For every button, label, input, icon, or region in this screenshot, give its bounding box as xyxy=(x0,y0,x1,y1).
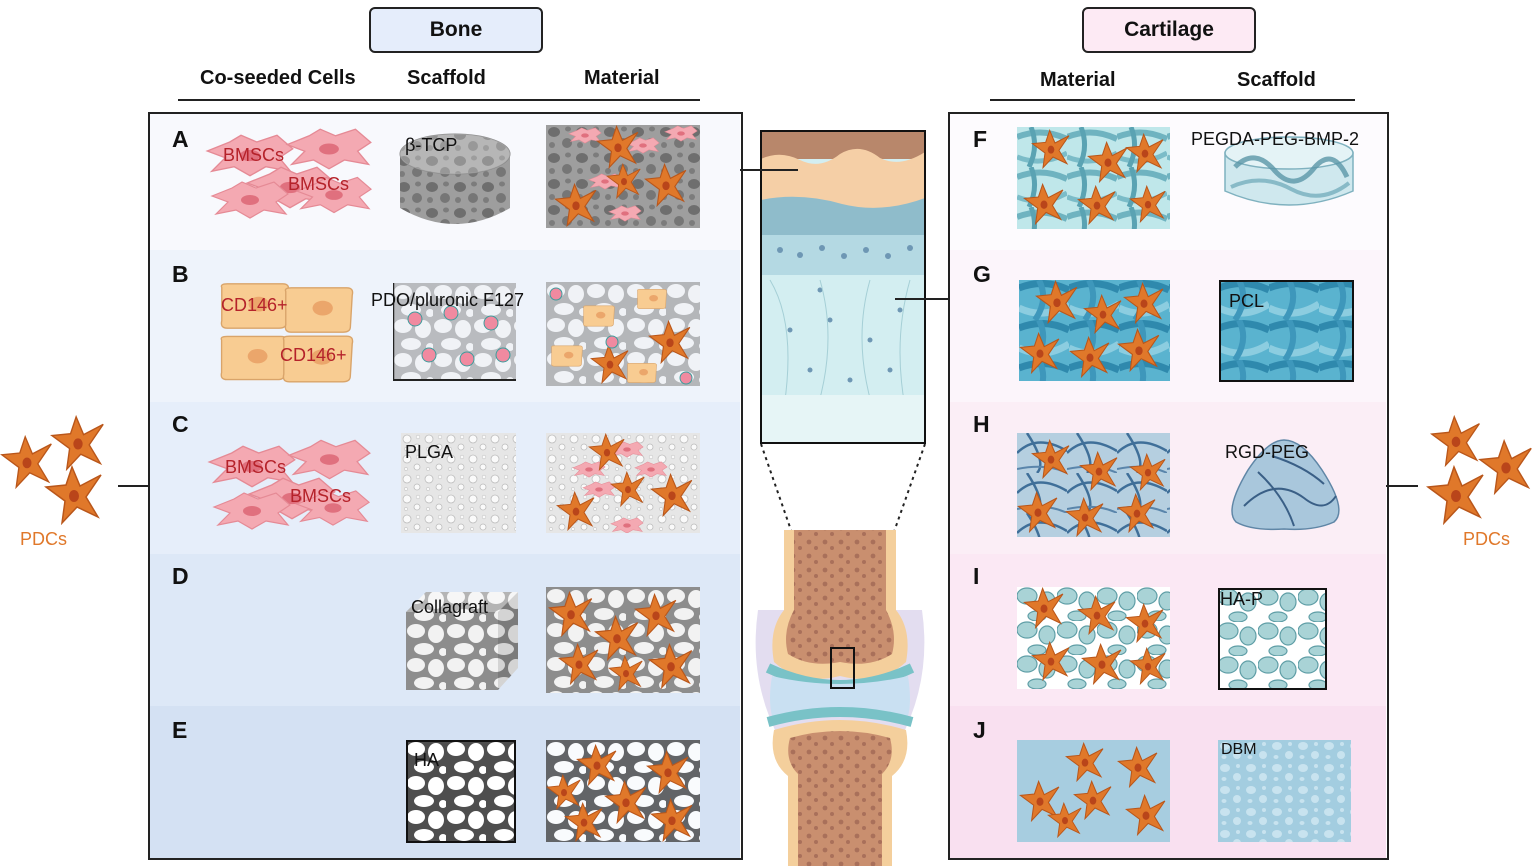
scaffold-label-f: PEGDA-PEG-BMP-2 xyxy=(1191,129,1360,149)
bone-header-rule xyxy=(178,99,700,101)
ha-p-scaffold xyxy=(1218,588,1327,690)
pdc-connector-right xyxy=(1386,485,1418,487)
row-letter-e: E xyxy=(172,717,188,743)
connector-cartilage-line xyxy=(895,298,950,300)
material-tile-b xyxy=(546,282,700,386)
cell-label-a2: BMSCs xyxy=(288,174,350,194)
scaffold-label-i: HA-P xyxy=(1220,589,1264,609)
plga-scaffold xyxy=(401,433,516,533)
scaffold-label-e: HA xyxy=(414,750,440,770)
pdc-cluster-left xyxy=(1,416,104,524)
scaffold-label-g: PCL xyxy=(1229,291,1265,311)
cartilage-title-box: Cartilage xyxy=(1082,7,1256,53)
row-letter-g: G xyxy=(973,261,991,287)
scaffold-label-j: DBM xyxy=(1221,741,1257,758)
pdo-f127-scaffold xyxy=(393,283,516,381)
scaffold-label-h: RGD-PEG xyxy=(1225,442,1310,462)
bone-col-material: Material xyxy=(584,67,660,89)
ha-scaffold xyxy=(406,740,516,843)
tissue-section-detail xyxy=(760,130,926,444)
tcp-cylinder-scaffold xyxy=(399,133,511,224)
row-letter-f: F xyxy=(973,126,988,152)
row-letter-c: C xyxy=(172,411,189,437)
pcl-scaffold xyxy=(1219,280,1354,382)
row-letter-i: I xyxy=(973,563,980,589)
row-letter-b: B xyxy=(172,261,189,287)
cartilage-header-rule xyxy=(990,99,1355,101)
bone-title: Bone xyxy=(429,18,483,41)
pegda-hydrogel-scaffold xyxy=(1224,136,1354,206)
material-tile-j xyxy=(1017,740,1170,842)
pdc-cluster-right xyxy=(1427,416,1532,524)
material-tile-i xyxy=(1017,587,1170,689)
cartilage-title: Cartilage xyxy=(1124,18,1214,41)
row-letter-a: A xyxy=(172,126,189,152)
pdcs-label-right: PDCs xyxy=(1463,529,1511,549)
dbm-scaffold xyxy=(1218,740,1351,842)
material-tile-g xyxy=(1019,280,1170,381)
material-tile-d xyxy=(546,587,700,693)
row-letter-j: J xyxy=(973,717,986,743)
pdcs-label-left: PDCs xyxy=(20,529,68,549)
connector-bone-line xyxy=(740,169,798,171)
cell-label-a1: BMSCs xyxy=(223,145,285,165)
bone-col-cells: Co-seeded Cells xyxy=(200,67,356,89)
material-tile-h xyxy=(1017,433,1170,537)
cartilage-col-scaffold: Scaffold xyxy=(1237,69,1316,91)
bone-col-scaffold: Scaffold xyxy=(407,67,486,89)
knee-joint-illustration xyxy=(755,443,926,866)
cell-label-c2: BMSCs xyxy=(290,486,352,506)
cell-label-c1: BMSCs xyxy=(225,457,287,477)
rgd-peg-scaffold xyxy=(1231,439,1340,531)
collagraft-cube-scaffold xyxy=(406,592,518,690)
material-tile-a xyxy=(546,125,700,228)
material-tile-e xyxy=(546,740,700,842)
scaffold-label-b: PDO/pluronic F127 xyxy=(371,290,525,310)
scaffold-label-a: β-TCP xyxy=(405,135,458,155)
row-letter-d: D xyxy=(172,563,189,589)
cartilage-col-material: Material xyxy=(1040,69,1116,91)
scaffold-label-c: PLGA xyxy=(405,442,454,462)
cell-label-b2: CD146+ xyxy=(280,345,347,365)
material-tile-f xyxy=(1017,127,1170,229)
material-tile-c xyxy=(546,433,700,533)
cell-label-b1: CD146+ xyxy=(221,295,288,315)
scaffold-label-d: Collagraft xyxy=(411,597,489,617)
row-letter-h: H xyxy=(973,411,990,437)
bone-title-box: Bone xyxy=(369,7,543,53)
pdc-connector-left xyxy=(118,485,150,487)
